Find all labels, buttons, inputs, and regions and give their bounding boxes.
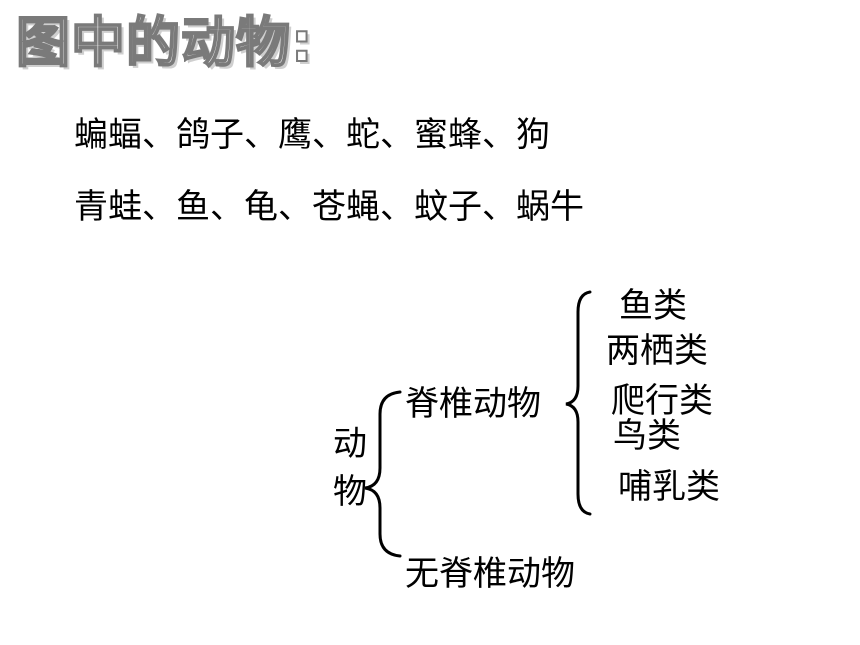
class-fish: 鱼类 [619,286,687,326]
root-label-char-1: 动 [333,424,367,464]
animal-list-line-1: 蝙蝠、鸽子、鹰、蛇、蜜蜂、狗 [74,115,550,155]
class-reptiles: 爬行类 [611,381,713,421]
class-amphibians: 两栖类 [606,331,708,371]
vertebrate-brace [565,290,592,516]
vertebrates-label: 脊椎动物 [405,384,541,424]
invertebrates-label: 无脊椎动物 [405,554,575,594]
class-mammals: 哺乳类 [618,467,720,507]
animal-list-line-2: 青蛙、鱼、龟、苍蝇、蚊子、蜗牛 [74,187,584,227]
class-birds: 鸟类 [613,416,681,456]
root-brace [364,390,402,558]
page-title: 图中的动物: [15,10,314,75]
root-label-char-2: 物 [333,472,367,512]
